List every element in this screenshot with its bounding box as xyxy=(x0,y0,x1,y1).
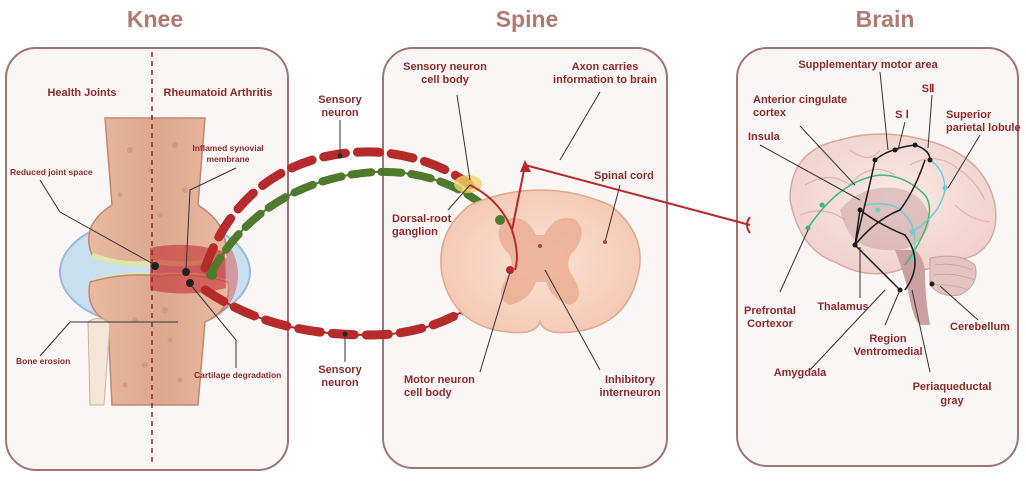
label-prefrontal-2: Cortexor xyxy=(747,318,794,330)
label-superior-2: parietal lobule xyxy=(946,122,1021,134)
label-drg-1: Dorsal-root xyxy=(392,213,452,225)
label-acc-2: cortex xyxy=(753,107,787,119)
label-rheumatoid-arthritis: Rheumatoid Arthritis xyxy=(164,87,273,99)
label-thalamus: Thalamus xyxy=(817,301,868,313)
label-cerebellum: Cerebellum xyxy=(950,321,1010,333)
section-title-knee: Knee xyxy=(127,6,183,32)
label-inhibitory-2: interneuron xyxy=(599,387,660,399)
label-supplementary-motor-area: Supplementary motor area xyxy=(798,59,938,71)
label-inflamed-synovial-2: membrane xyxy=(207,154,250,164)
label-axon-1: Axon carries xyxy=(572,61,639,73)
section-title-spine: Spine xyxy=(496,6,559,32)
label-bone-erosion: Bone erosion xyxy=(16,356,70,366)
label-sensory-neuron-bottom-1: Sensory xyxy=(318,364,362,376)
label-motor-neuron-1: Motor neuron xyxy=(404,374,475,386)
label-amygdala: Amygdala xyxy=(774,367,827,379)
label-region-2: Ventromedial xyxy=(853,346,922,358)
label-sensory-cell-body-2: cell body xyxy=(421,74,470,86)
label-region-1: Region xyxy=(869,333,907,345)
label-pag-1: Periaqueductal xyxy=(913,381,992,393)
label-health-joints: Health Joints xyxy=(47,87,116,99)
label-reduced-joint-space: Reduced joint space xyxy=(10,167,93,177)
label-drg-2: ganglion xyxy=(392,226,438,238)
knee-pointer-lines xyxy=(39,167,237,368)
label-superior-1: Superior xyxy=(946,109,992,121)
label-inhibitory-1: Inhibitory xyxy=(605,374,656,386)
label-sensory-cell-body-1: Sensory neuron xyxy=(403,61,487,73)
label-sensory-neuron-bottom-2: neuron xyxy=(321,377,359,389)
label-motor-neuron-2: cell body xyxy=(404,387,453,399)
brain-illustration xyxy=(759,71,997,373)
label-inflamed-synovial-1: Inflamed synovial xyxy=(192,143,263,153)
label-spinal-cord: Spinal cord xyxy=(594,170,654,182)
spinal-cord-illustration xyxy=(440,91,751,373)
label-prefrontal-1: Prefrontal xyxy=(744,305,796,317)
label-cartilage-degradation: Cartilage degradation xyxy=(194,370,281,380)
label-sensory-neuron-top-1: Sensory xyxy=(318,94,362,106)
section-title-brain: Brain xyxy=(856,6,915,32)
label-s1: S Ⅰ xyxy=(895,109,909,121)
label-s2: SⅡ xyxy=(922,83,935,95)
label-sensory-neuron-top-2: neuron xyxy=(321,107,359,119)
label-axon-2: information to brain xyxy=(553,74,657,86)
label-pag-2: gray xyxy=(940,395,964,407)
label-acc-1: Anterior cingulate xyxy=(753,94,847,106)
label-insula: Insula xyxy=(748,131,781,143)
